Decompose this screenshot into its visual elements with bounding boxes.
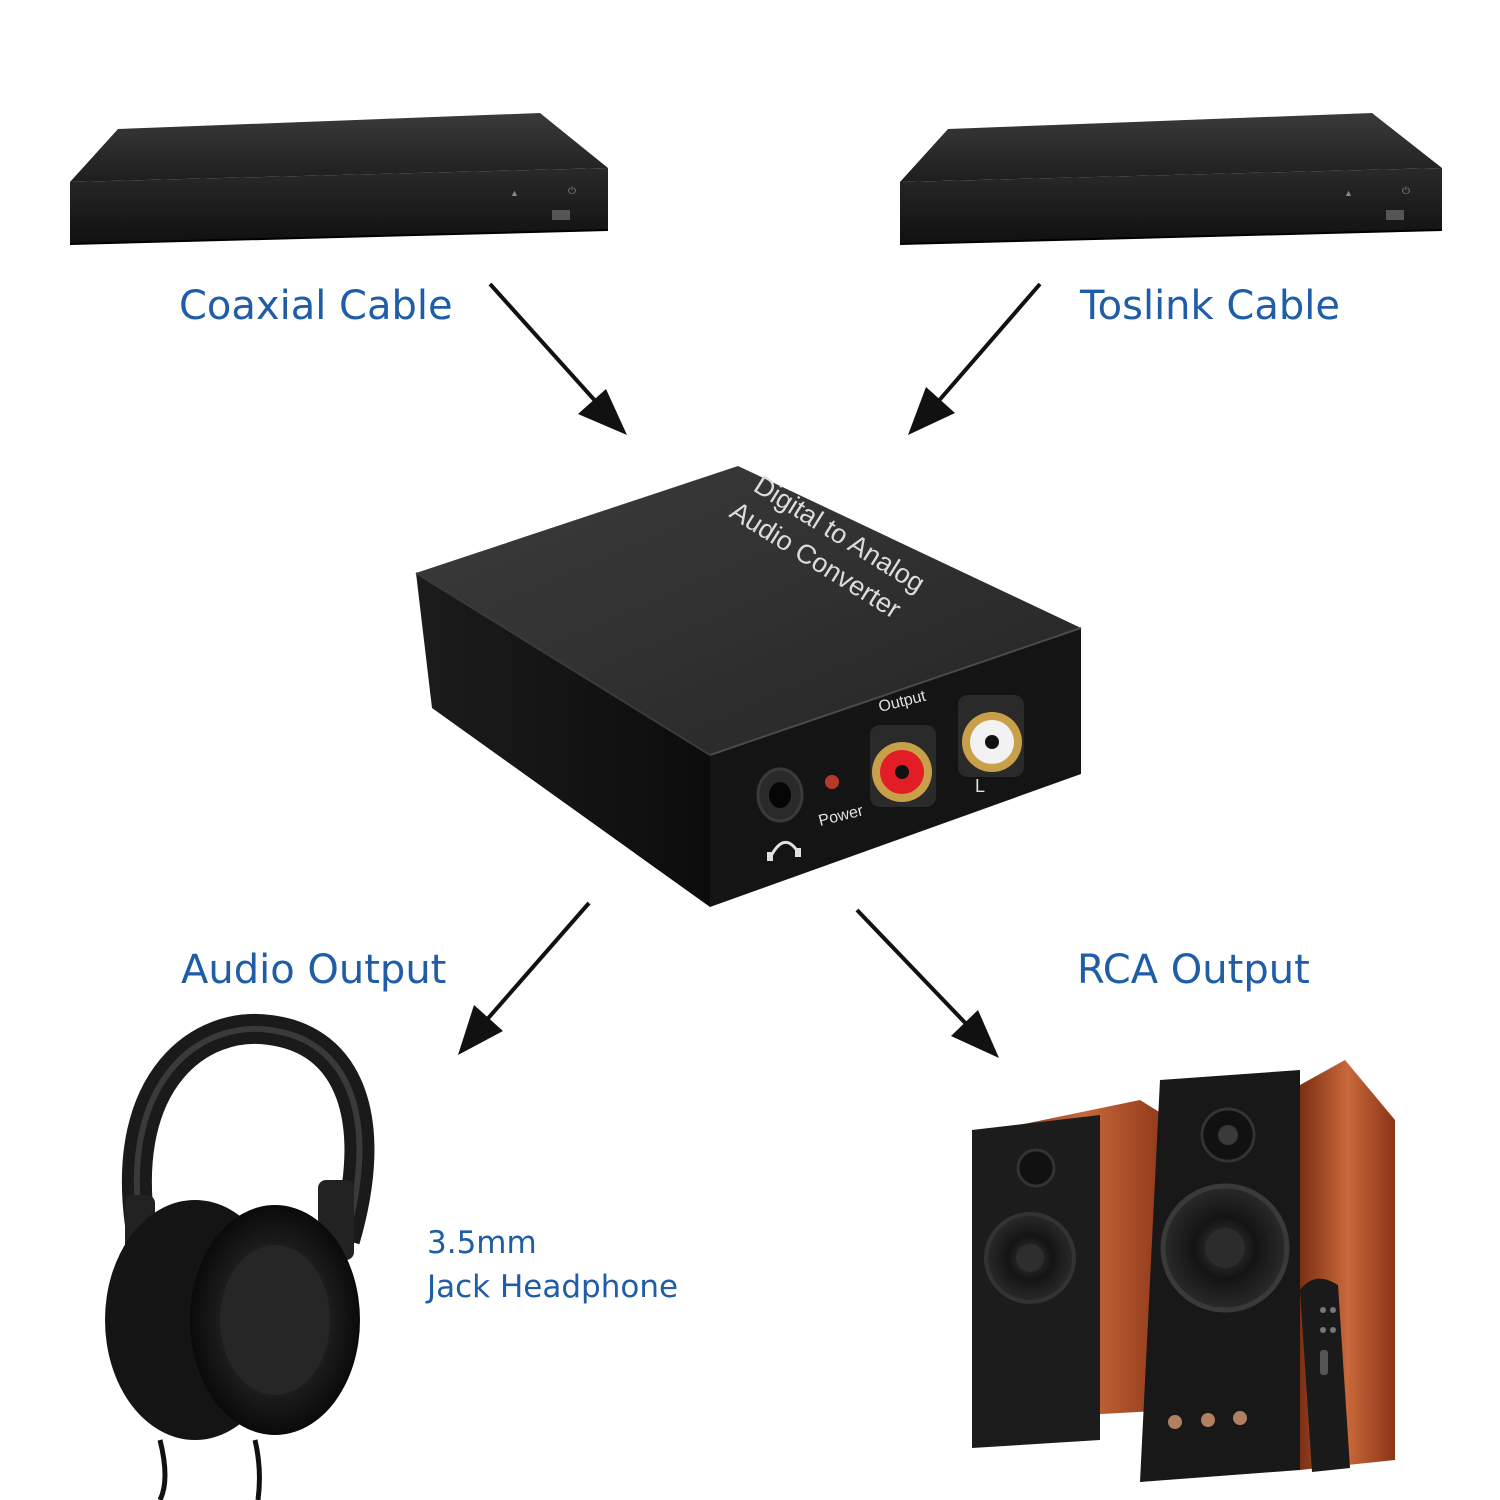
usb-port-icon bbox=[552, 210, 570, 220]
left-channel-label: L bbox=[975, 776, 985, 796]
rca-white-jack bbox=[958, 695, 1024, 777]
speaker-right bbox=[1140, 1060, 1395, 1482]
coaxial-cable-label: Coaxial Cable bbox=[179, 286, 453, 326]
blu-ray-player-right: ▲ ⏻ bbox=[900, 113, 1442, 244]
arrow-coaxial-to-converter bbox=[490, 284, 627, 435]
bookshelf-speakers bbox=[972, 1060, 1395, 1482]
arrow-converter-to-speakers bbox=[857, 910, 999, 1058]
usb-port-icon bbox=[1386, 210, 1404, 220]
toslink-cable-label: Toslink Cable bbox=[1080, 286, 1340, 326]
headphone-jack-label: 3.5mm Jack Headphone bbox=[427, 1221, 678, 1309]
speaker-left bbox=[972, 1100, 1172, 1448]
headphone-jack-size: 3.5mm bbox=[427, 1221, 678, 1265]
svg-text:⏻: ⏻ bbox=[568, 186, 576, 197]
headphones bbox=[105, 1029, 360, 1500]
rca-red-jack bbox=[870, 725, 936, 807]
svg-text:⏻: ⏻ bbox=[1402, 186, 1410, 197]
svg-text:▲: ▲ bbox=[1344, 188, 1353, 198]
audio-output-label: Audio Output bbox=[181, 950, 446, 990]
svg-text:▲: ▲ bbox=[510, 188, 519, 198]
arrow-converter-to-headphones bbox=[458, 903, 589, 1055]
arrow-toslink-to-converter bbox=[908, 284, 1040, 435]
power-led bbox=[825, 775, 839, 789]
rca-output-label: RCA Output bbox=[1077, 950, 1310, 990]
headphone-jack-type: Jack Headphone bbox=[427, 1265, 678, 1309]
converter-device: Digital to Analog Audio Converter Power … bbox=[416, 466, 1081, 907]
blu-ray-player-left: ▲ ⏻ bbox=[70, 113, 608, 244]
